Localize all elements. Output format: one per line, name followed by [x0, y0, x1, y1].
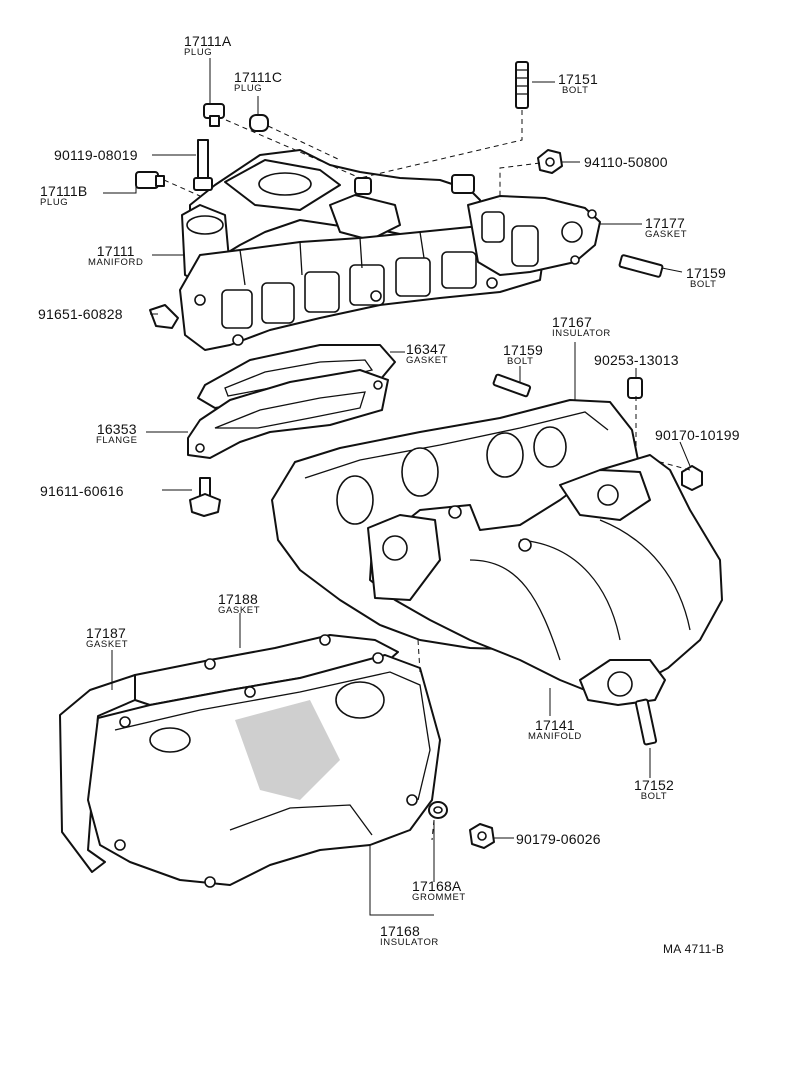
- stud-17159-upper: [618, 254, 664, 278]
- nut-90170: [681, 465, 703, 491]
- callout-sensor-91651: 91651-60828: [38, 307, 123, 321]
- stud-17152: [634, 698, 658, 746]
- part-name: BOLT: [507, 356, 534, 367]
- plug-17111c: [249, 114, 269, 132]
- callout-nut-90170: 90170-10199: [655, 428, 740, 442]
- callout-flange-16353: 16353 FLANGE: [96, 422, 138, 446]
- callout-gasket-17177: 17177 GASKET: [645, 216, 687, 240]
- nut-90179: [469, 823, 495, 849]
- part-number: 16347: [406, 341, 446, 357]
- part-number: 17152: [634, 777, 674, 793]
- callout-insulator-17168: 17168 INSULATOR: [380, 924, 439, 948]
- part-number: 94110-50800: [584, 154, 668, 170]
- callout-bolt-17159-lower: 17159 BOLT: [503, 343, 543, 367]
- insulator-17168: [87, 652, 441, 888]
- part-name: GROMMET: [412, 892, 466, 903]
- plug-17111b: [135, 171, 165, 189]
- stud-17151: [515, 61, 529, 109]
- part-name: BOLT: [690, 279, 717, 290]
- sensor-91651: [149, 304, 179, 329]
- part-name: GASKET: [218, 605, 261, 616]
- nut-94110: [537, 149, 563, 174]
- callout-bolt-90119: 90119-08019: [54, 148, 138, 162]
- part-name: PLUG: [184, 47, 213, 58]
- part-number: 17141: [534, 717, 575, 733]
- part-number: 91651-60828: [38, 306, 123, 322]
- part-name: BOLT: [562, 85, 589, 96]
- part-number: 90253-13013: [594, 352, 679, 368]
- callout-bolt-17159-upper: 17159 BOLT: [686, 266, 726, 290]
- callout-nut-94110: 94110-50800: [584, 155, 668, 169]
- part-number: 16353: [96, 421, 137, 437]
- callout-plug-17111a: 17111A PLUG: [184, 34, 231, 58]
- part-number: 91611-60616: [40, 483, 124, 499]
- part-name: PLUG: [234, 83, 263, 94]
- assembly-lines: [163, 110, 691, 841]
- leader-lines: [103, 58, 691, 916]
- part-number: 17111B: [40, 183, 88, 199]
- figure-reference: MA 4711-B: [663, 942, 725, 956]
- part-number: 17168: [380, 923, 420, 939]
- part-number: 17159: [503, 342, 543, 358]
- part-name: GASKET: [86, 639, 129, 650]
- callout-grommet-17168a: 17168A GROMMET: [412, 879, 466, 903]
- callout-bolt-17152: 17152 BOLT: [634, 778, 674, 802]
- part-number: 17168A: [412, 878, 462, 894]
- part-name: MANIFORD: [88, 257, 144, 268]
- part-number: 17111C: [234, 69, 283, 85]
- callout-manifold-17111: 17111 MANIFORD: [88, 244, 143, 268]
- part-number: 17111A: [184, 33, 232, 49]
- callout-bolt-17151: 17151 BOLT: [558, 72, 598, 96]
- part-name: INSULATOR: [552, 328, 611, 339]
- callout-gasket-16347: 16347 GASKET: [406, 342, 448, 366]
- stud-17159-lower: [492, 373, 532, 398]
- part-number: 17151: [558, 71, 598, 87]
- plug-17111a: [203, 103, 225, 127]
- grommet-17168a: [428, 801, 448, 819]
- part-name: FLANGE: [96, 435, 138, 446]
- part-number: 90170-10199: [655, 427, 740, 443]
- callout-bolt-91611: 91611-60616: [40, 484, 124, 498]
- callout-plug-17111b: 17111B PLUG: [40, 184, 87, 208]
- exhaust-manifold: [367, 454, 723, 706]
- callout-manifold-17141: 17141 MANIFOLD: [528, 718, 582, 742]
- flange-16353: [187, 369, 389, 459]
- part-name: PLUG: [40, 197, 69, 208]
- part-number: 17111: [96, 243, 135, 259]
- part-name: INSULATOR: [380, 937, 439, 948]
- part-number: 17177: [645, 215, 685, 231]
- callout-gasket-17188: 17188 GASKET: [218, 592, 260, 616]
- callout-plug-17111c: 17111C PLUG: [234, 70, 282, 94]
- intake-manifold: [179, 149, 546, 351]
- part-number: 17167: [552, 314, 592, 330]
- callout-collar-90253: 90253-13013: [594, 353, 679, 367]
- part-number: 17187: [86, 625, 126, 641]
- collar-90253: [627, 377, 643, 399]
- intake-gasket-17177: [467, 195, 601, 276]
- part-number: 17188: [218, 591, 258, 607]
- part-number: 90119-08019: [54, 147, 138, 163]
- callout-gasket-17187: 17187 GASKET: [86, 626, 128, 650]
- bolt-90119: [193, 139, 213, 191]
- part-number: 17159: [686, 265, 726, 281]
- part-name: GASKET: [406, 355, 449, 366]
- callout-insulator-17167: 17167 INSULATOR: [552, 315, 611, 339]
- part-name: MANIFOLD: [528, 731, 582, 742]
- bolt-91611: [189, 477, 221, 517]
- part-name: GASKET: [645, 229, 688, 240]
- part-name: BOLT: [640, 791, 668, 802]
- callout-nut-90179: 90179-06026: [516, 832, 601, 846]
- part-number: 90179-06026: [516, 831, 601, 847]
